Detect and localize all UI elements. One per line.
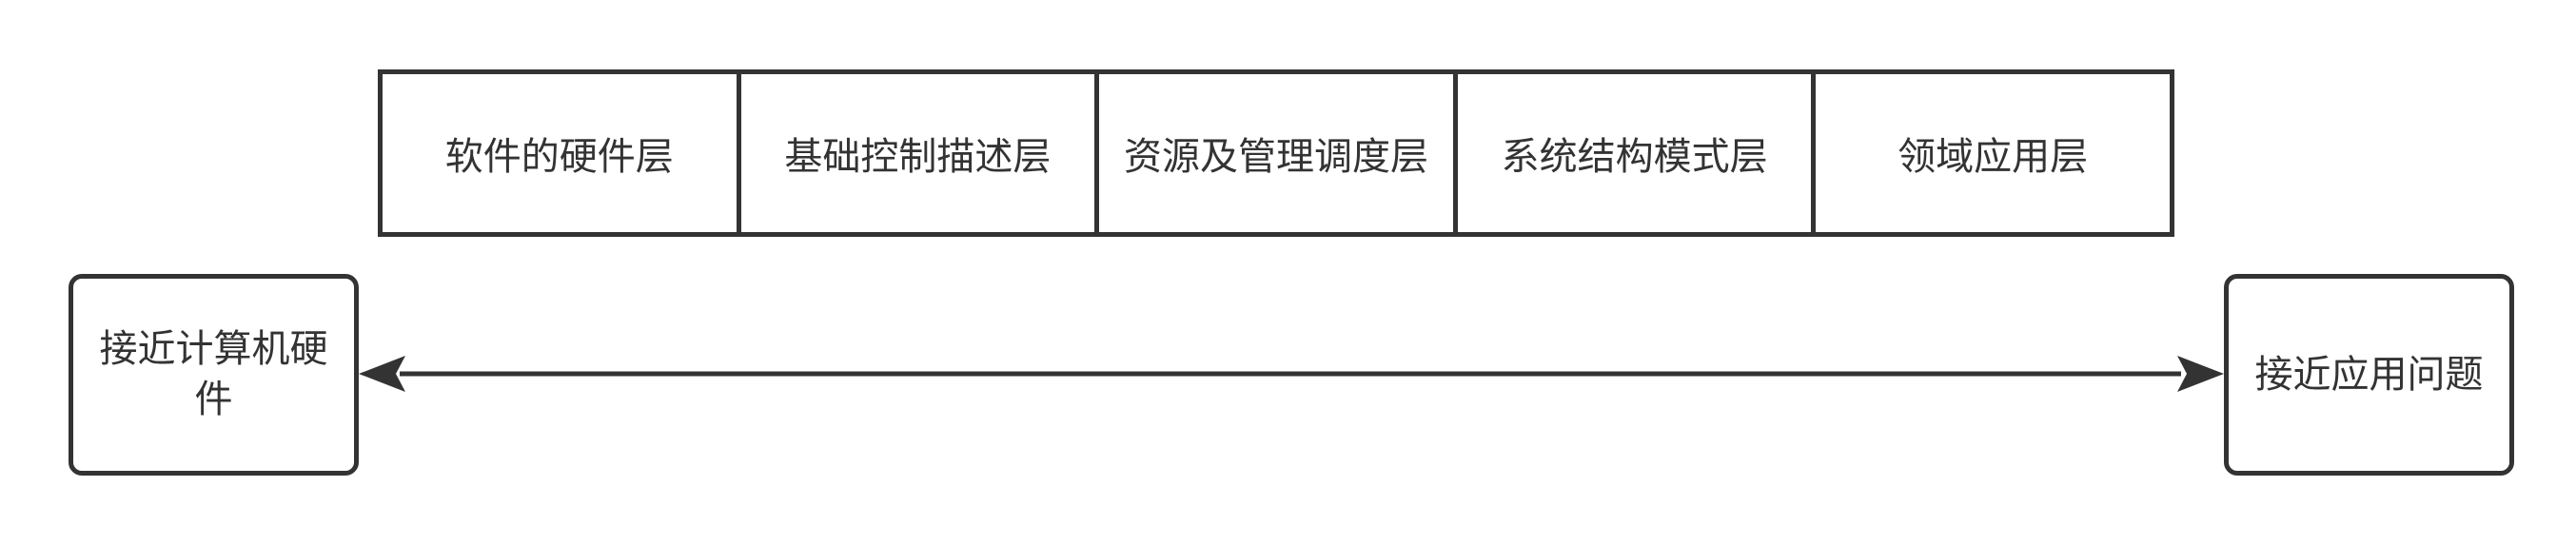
arrow-head-right — [2177, 356, 2224, 392]
layer-bar: 软件的硬件层 基础控制描述层 资源及管理调度层 系统结构模式层 领域应用层 — [378, 69, 2174, 237]
arrow-head-left — [359, 356, 405, 392]
layer-domain-application: 领域应用层 — [1898, 135, 2089, 179]
layer-software-hardware: 软件的硬件层 — [383, 74, 741, 232]
left-end-box: 接近计算机硬件 — [69, 274, 359, 476]
layer-basic-control-description: 基础控制描述层 — [741, 74, 1100, 232]
left-end-label: 接近计算机硬件 — [99, 327, 328, 421]
right-end-label: 接近应用问题 — [2254, 352, 2484, 397]
right-end-box: 接近应用问题 — [2224, 274, 2514, 476]
layer-system-structure-pattern: 系统结构模式层 — [1458, 74, 1817, 232]
layer-resource-management-scheduling: 资源及管理调度层 — [1099, 74, 1458, 232]
